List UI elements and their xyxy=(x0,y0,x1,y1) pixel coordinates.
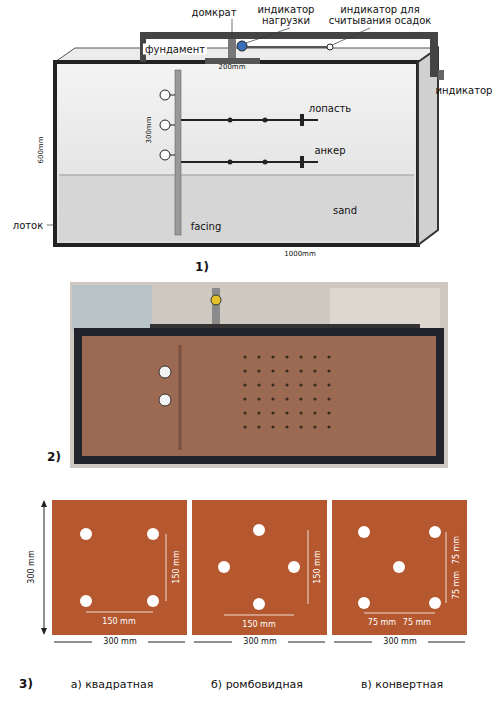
dimension-text: 150 mm xyxy=(314,549,322,584)
label: а) квадратная xyxy=(71,679,154,691)
label: индикатор для считывания осадок xyxy=(324,4,436,26)
label: в) конвертная xyxy=(361,679,443,691)
label: 200mm xyxy=(219,64,246,72)
label: 1000mm xyxy=(284,251,315,259)
label: sand xyxy=(333,205,357,216)
label: лопасть xyxy=(309,103,351,114)
plate-drawing xyxy=(332,500,467,635)
label: 300mm xyxy=(146,117,154,144)
dimension-text: 75 mm xyxy=(402,619,432,627)
dimension-text: 75 mm xyxy=(453,535,461,565)
label: индикатор xyxy=(436,85,493,96)
dimension-text: 150 mm xyxy=(101,618,136,626)
anchor-plate: 150 mm 150 mm xyxy=(192,500,327,635)
dimension-text: 150 mm xyxy=(173,549,181,584)
label: 3) xyxy=(19,678,33,691)
label: 2) xyxy=(47,451,61,464)
plate-drawing xyxy=(52,500,187,635)
label: б) ромбовидная xyxy=(211,679,303,691)
label: 1) xyxy=(195,261,209,274)
label: домкрат xyxy=(192,7,237,18)
label: фундамент xyxy=(143,44,207,55)
label: лоток xyxy=(13,220,44,231)
plate-drawing xyxy=(192,500,327,635)
anchor-plate: 150 mm 150 mm xyxy=(52,500,187,635)
label: 300 mm xyxy=(28,550,37,583)
label: анкер xyxy=(314,145,345,156)
label: 300 mm xyxy=(383,638,416,647)
dimension-text: 150 mm xyxy=(241,621,276,629)
label: индикатор нагрузки xyxy=(253,4,319,26)
label: 300 mm xyxy=(103,638,136,647)
dimension-text: 75 mm xyxy=(453,570,461,600)
dimension-text: 75 mm xyxy=(367,619,397,627)
anchor-plate: 75 mm 75 mm 75 mm 75 mm xyxy=(332,500,467,635)
label: facing xyxy=(191,221,222,232)
label: 600mm xyxy=(38,137,46,164)
label: 300 mm xyxy=(243,638,276,647)
